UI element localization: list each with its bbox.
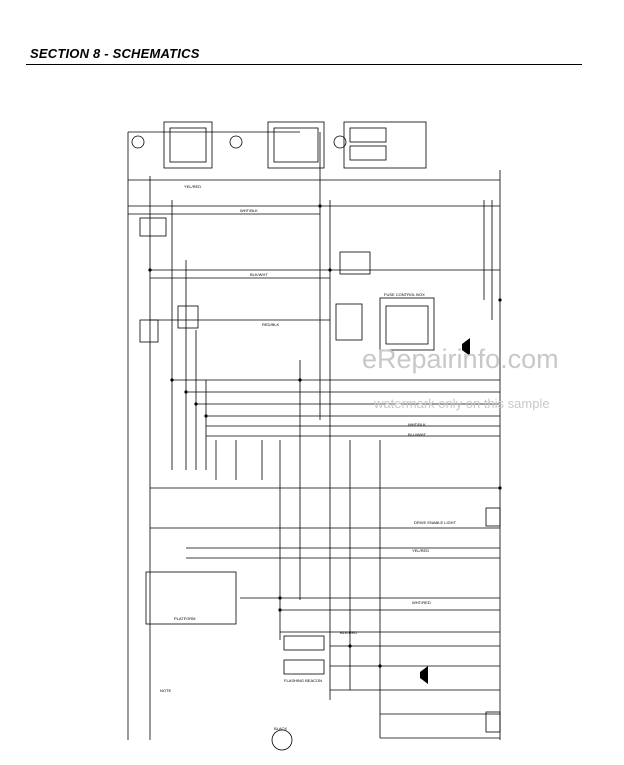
drive-enable-light-label: DRIVE ENABLE LIGHT	[414, 520, 457, 525]
svg-text:NOTE: NOTE	[160, 688, 171, 693]
section-title: SECTION 8 - SCHEMATICS	[30, 46, 200, 61]
header-divider	[26, 64, 582, 65]
flashing-beacon-label: FLASHING BEACON	[284, 678, 322, 683]
platform-label: PLATFORM	[174, 616, 195, 621]
watermark-subtext: watermark only on this sample	[374, 396, 550, 411]
svg-text:WHT/RED: WHT/RED	[412, 600, 431, 605]
svg-text:BLK/RED: BLK/RED	[340, 630, 357, 635]
svg-text:BLU/WHT: BLU/WHT	[408, 432, 427, 437]
svg-text:RED/BLK: RED/BLK	[262, 322, 279, 327]
svg-text:BLK/WHT: BLK/WHT	[250, 272, 268, 277]
ground-label: BLACK	[274, 726, 287, 731]
svg-text:YEL/RED: YEL/RED	[412, 548, 429, 553]
fuse-control-box-label: FUSE CONTROL BOX	[384, 292, 425, 297]
watermark-text: eRepairinfo.com	[362, 344, 559, 374]
svg-text:YEL/RED: YEL/RED	[184, 184, 201, 189]
svg-text:WHT/BLK: WHT/BLK	[240, 208, 258, 213]
svg-text:WHT/BLK: WHT/BLK	[408, 422, 426, 427]
